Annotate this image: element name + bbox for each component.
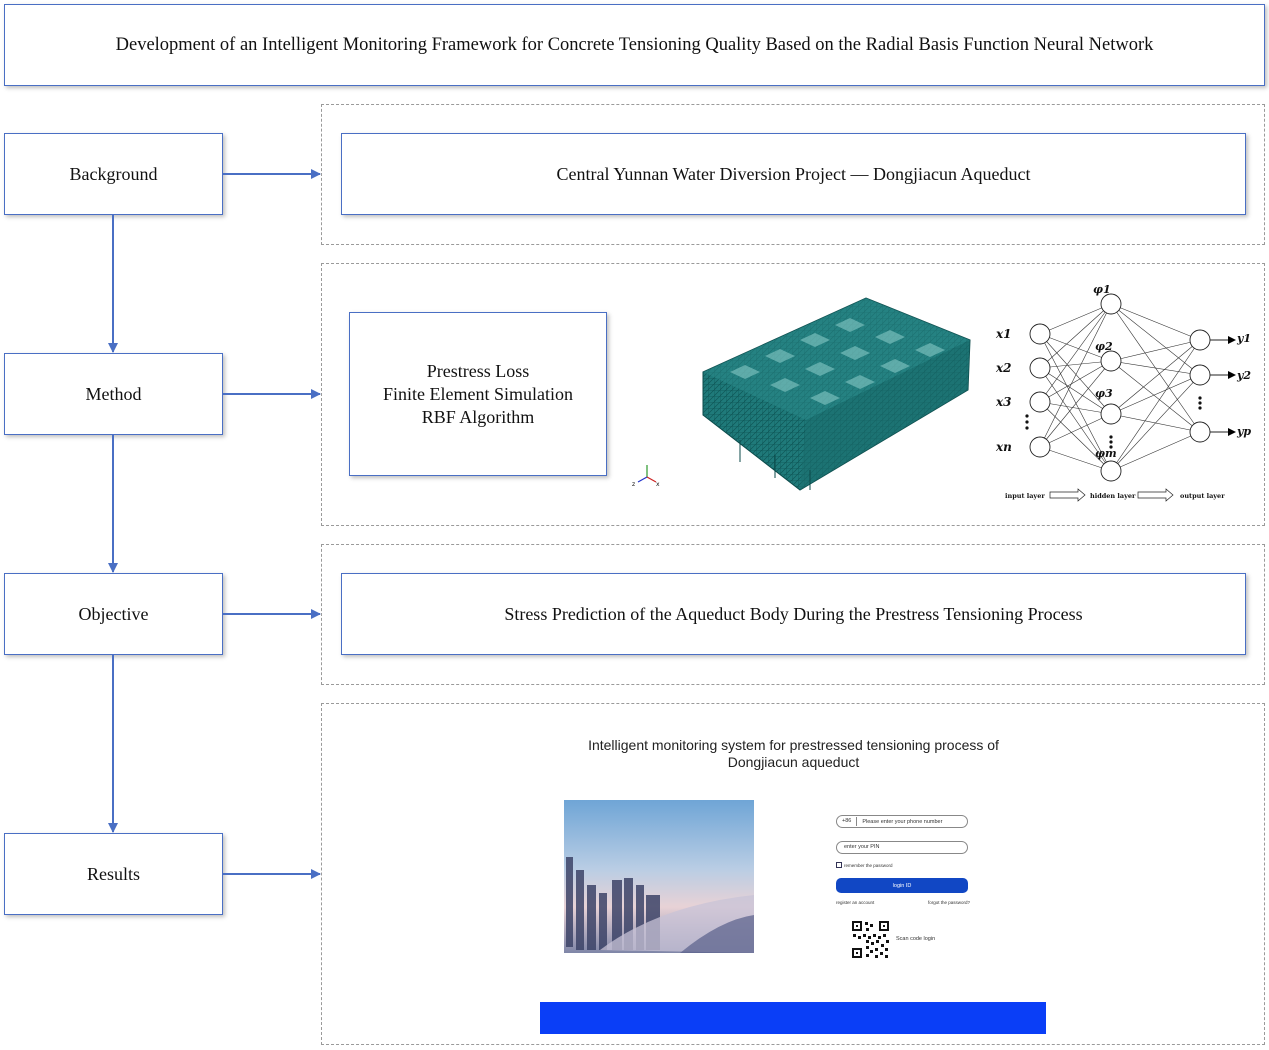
input-label-x2: x2 <box>995 361 1012 375</box>
bottom-blue-bar <box>540 1002 1046 1034</box>
hidden-label-phi1: φ1 <box>1093 283 1111 296</box>
qr-code-icon <box>852 921 889 958</box>
hidden-label-phi2: φ2 <box>1095 340 1113 353</box>
objective-box: Stress Prediction of the Aqueduct Body D… <box>341 573 1246 655</box>
results-panel <box>321 703 1265 1045</box>
layer-label-input: input layer <box>1005 492 1045 500</box>
rbf-network: x1 x2 x3 xn φ1 φ2 φ3 φm y1 y2 yp input l… <box>995 283 1251 502</box>
stage-results: Results <box>4 833 223 915</box>
layer-label-output: output layer <box>1180 492 1225 500</box>
hidden-label-phim: φm <box>1095 447 1117 460</box>
fem-aqueduct-model <box>702 297 971 491</box>
city-image <box>564 800 754 953</box>
input-label-x1: x1 <box>995 327 1012 341</box>
method-box: Prestress Loss Finite Element Simulation… <box>349 312 607 476</box>
axes-triad: z x <box>632 465 660 488</box>
input-label-x3: x3 <box>995 395 1012 409</box>
system-title-line2: Dongjiacun aqueduct <box>727 754 860 770</box>
method-line-rbf: RBF Algorithm <box>421 406 535 427</box>
output-label-yp: yp <box>1236 425 1251 438</box>
forgot-password-link[interactable]: forgot the password? <box>928 900 971 905</box>
system-title: Intelligent monitoring system for prestr… <box>322 737 1265 771</box>
remember-checkbox[interactable] <box>836 862 842 868</box>
register-link[interactable]: register an account <box>836 900 875 905</box>
method-line-fem: Finite Element Simulation <box>383 383 573 404</box>
stage-method: Method <box>4 353 223 435</box>
axis-z-label: z <box>632 481 635 488</box>
output-label-y1: y1 <box>1236 332 1251 345</box>
layer-label-hidden: hidden layer <box>1090 492 1136 500</box>
phone-code: +86 <box>837 817 858 826</box>
input-label-xn: xn <box>995 440 1012 454</box>
method-line-prestress-loss: Prestress Loss <box>426 360 530 381</box>
scan-code-login[interactable]: Scan code login <box>896 936 936 942</box>
layer-arrow-1 <box>1049 488 1086 502</box>
remember-label: remember the password <box>844 862 893 868</box>
hidden-label-phi3: φ3 <box>1095 387 1113 400</box>
stage-background: Background <box>4 133 223 215</box>
background-box: Central Yunnan Water Diversion Project —… <box>341 133 1246 215</box>
pin-input[interactable]: enter your PIN <box>836 841 968 854</box>
flow-arrows <box>108 169 321 879</box>
system-title-line1: Intelligent monitoring system for prestr… <box>588 737 999 753</box>
stage-objective: Objective <box>4 573 223 655</box>
phone-input[interactable]: +86 Please enter your phone number <box>836 815 968 828</box>
login-button[interactable]: login ID <box>836 878 968 893</box>
axis-x-label: x <box>656 481 660 488</box>
network-nodes <box>1029 293 1211 482</box>
layer-arrow-2 <box>1137 488 1174 502</box>
output-label-y2: y2 <box>1236 369 1251 382</box>
network-connections <box>1039 303 1201 472</box>
framework-title: Development of an Intelligent Monitoring… <box>4 4 1265 86</box>
phone-placeholder: Please enter your phone number <box>862 818 943 825</box>
remember-password[interactable]: remember the password <box>836 862 893 868</box>
